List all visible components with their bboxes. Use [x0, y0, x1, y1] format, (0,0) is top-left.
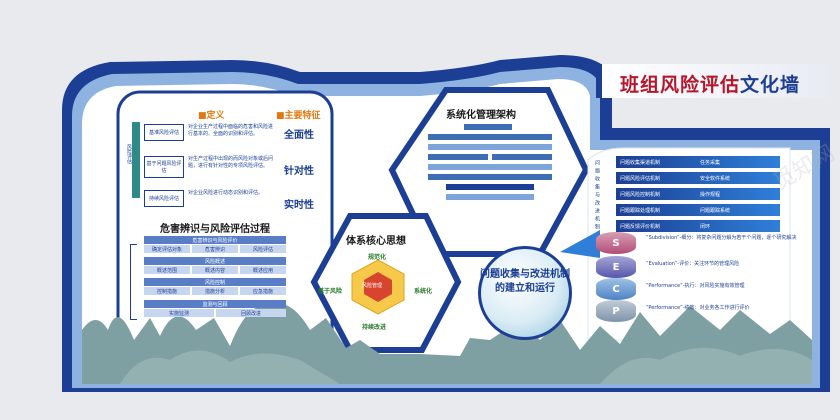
process-group-header: 风险概述 — [144, 257, 286, 265]
mechanism-row: 问题风险控制机制操作规程 — [616, 188, 780, 200]
definition-box-continuous: 持续风险评估 — [144, 190, 184, 207]
sepc-desc: “Performance”-绩效：对业务各工作进行评价 — [646, 305, 750, 311]
page-title: 班组风险评估文化墙 — [620, 74, 801, 96]
feedback-bubble — [478, 246, 572, 340]
process-cell: 概述内容 — [192, 266, 238, 274]
sepc-desc: “Performance”-执行：对风险实施有效管理 — [646, 283, 745, 289]
sepc-cylinder-s: S — [596, 232, 636, 254]
sepc-cylinder-c: C — [596, 278, 636, 300]
sepc-desc: “Evaluation”-评价：关注环节的管理风险 — [646, 261, 740, 267]
core-label-improve: 持续改进 — [362, 324, 387, 331]
sepc-desc: “Subdivision”-细分：将复杂问题分解为若干个问题，逐个研究解决 — [646, 235, 797, 241]
feature-comprehensive: 全面性 — [284, 130, 314, 141]
definition-box-baseline: 基准风险评估 — [144, 124, 184, 141]
process-group-header: 危害辨识与风险评价 — [144, 236, 286, 244]
process-cell: 回顾改进 — [216, 309, 286, 317]
core-label-standard: 规范化 — [368, 254, 387, 261]
process-cell: 实施监测 — [144, 309, 214, 317]
sepc-cylinder-e: E — [596, 256, 636, 278]
process-cell: 应急措施 — [240, 287, 286, 295]
architecture-heading: 系统化管理架构 — [446, 110, 516, 121]
process-cell: 措施分析 — [192, 287, 238, 295]
process-cell: 概述范围 — [144, 266, 190, 274]
definition-box-problem: 基于问题风险评估 — [144, 156, 184, 178]
process-cell: 危害辨识 — [192, 245, 238, 253]
process-bracket — [130, 244, 137, 320]
definition-header: ■定义 — [198, 111, 225, 121]
side-bar — [132, 122, 140, 198]
definition-desc: 对生产过程中出现的而风险对象或后问题，进行有针对性的专项风险评估。 — [188, 156, 274, 169]
title-band — [596, 64, 828, 98]
process-group-header: 风险控制 — [144, 278, 286, 286]
process-cell: 风险评估 — [240, 245, 286, 253]
architecture-diagram — [426, 124, 554, 208]
process-cell: 确定评估对象 — [144, 245, 190, 253]
feature-targeted: 针对性 — [284, 166, 314, 177]
features-header: ■主要特征 — [276, 111, 321, 121]
definition-desc: 对企业生产过程中面临的危害和风险进行基本的、全面的识别和评估。 — [188, 124, 274, 137]
process-heading: 危害辨识与风险评估过程 — [160, 224, 270, 235]
core-label-system: 系统化 — [414, 288, 433, 295]
core-label-risk: 基于风险 — [318, 288, 343, 295]
mechanism-row: 问题反馈评价机制闭环 — [616, 220, 780, 232]
feedback-bubble-text: 问题收集与改进机制的建立和运行 — [480, 269, 570, 294]
mechanism-row: 问题收集渠道机制任务采集 — [616, 156, 780, 168]
mechanism-vertical-label: 问题收集与改进机制 — [594, 160, 600, 232]
process-cell: 概述应用 — [240, 266, 286, 274]
core-center: 风险管理 — [362, 283, 383, 289]
core-heading: 体系核心思想 — [346, 236, 406, 247]
sepc-cylinder-p: P — [596, 300, 636, 322]
process-cell: 控制措施 — [144, 287, 190, 295]
definition-desc: 对企业风险进行动态识别和评估。 — [188, 190, 264, 196]
core-diagram — [346, 258, 410, 316]
mechanism-row: 问题跟踪处理机制问题跟踪系统 — [616, 204, 780, 216]
feature-realtime: 实时性 — [284, 200, 314, 211]
process-group-header: 监测与回顾 — [144, 300, 286, 308]
side-label: 风险评估 — [126, 144, 132, 164]
mechanism-row: 问题风险评估机制安全软件系统 — [616, 172, 780, 184]
